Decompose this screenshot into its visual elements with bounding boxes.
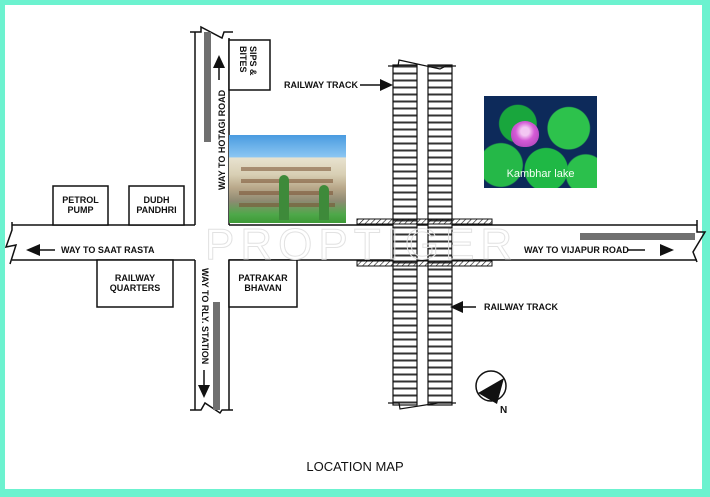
petrol-pump-line2: PUMP bbox=[67, 205, 94, 215]
railway-quarters-label: RAILWAY QUARTERS bbox=[97, 273, 173, 293]
lake-caption: Kambhar lake bbox=[506, 168, 575, 180]
watermark: PROPTIGER bbox=[204, 220, 519, 270]
dudh-pandhri-line2: PANDHRI bbox=[136, 205, 177, 215]
sips-bites-line2: BITES bbox=[238, 46, 248, 73]
railway-track-label-bottom: RAILWAY TRACK bbox=[484, 302, 559, 312]
road-label-north: WAY TO HOTAGI ROAD bbox=[217, 89, 227, 190]
road-label-west: WAY TO SAAT RASTA bbox=[61, 245, 155, 255]
railway-quarters-line2: QUARTERS bbox=[109, 283, 161, 293]
patrakar-bhavan-line2: BHAVAN bbox=[244, 283, 282, 293]
railway-tracks bbox=[388, 59, 456, 410]
kambhar-lake-photo: Kambhar lake bbox=[484, 96, 597, 188]
patrakar-bhavan-label: PATRAKAR BHAVAN bbox=[229, 273, 297, 293]
lane-markers bbox=[204, 32, 695, 410]
compass-north-label: N bbox=[500, 405, 508, 416]
dudh-pandhri-line1: DUDH bbox=[143, 195, 170, 205]
lotus-flower bbox=[511, 121, 539, 147]
arrows bbox=[26, 55, 674, 398]
sips-bites-label: SIPS & BITES bbox=[238, 46, 258, 86]
map-title: LOCATION MAP bbox=[306, 459, 404, 474]
railway-track-label-top: RAILWAY TRACK bbox=[284, 80, 359, 90]
sips-bites-line1: SIPS & bbox=[248, 46, 258, 76]
patrakar-bhavan-line1: PATRAKAR bbox=[238, 273, 288, 283]
petrol-pump-label: PETROL PUMP bbox=[53, 195, 108, 215]
petrol-pump-line1: PETROL bbox=[62, 195, 99, 205]
road-label-south: WAY TO RLY. STATION bbox=[200, 268, 210, 365]
railway-bridge bbox=[356, 218, 493, 267]
railway-quarters-line1: RAILWAY bbox=[114, 273, 156, 283]
compass-rose bbox=[475, 370, 507, 404]
dudh-pandhri-label: DUDH PANDHRI bbox=[129, 195, 184, 215]
road-label-east: WAY TO VIJAPUR ROAD bbox=[524, 245, 629, 255]
landmark-boxes bbox=[52, 39, 298, 308]
map-canvas bbox=[5, 5, 702, 489]
project-building-photo bbox=[229, 135, 346, 223]
